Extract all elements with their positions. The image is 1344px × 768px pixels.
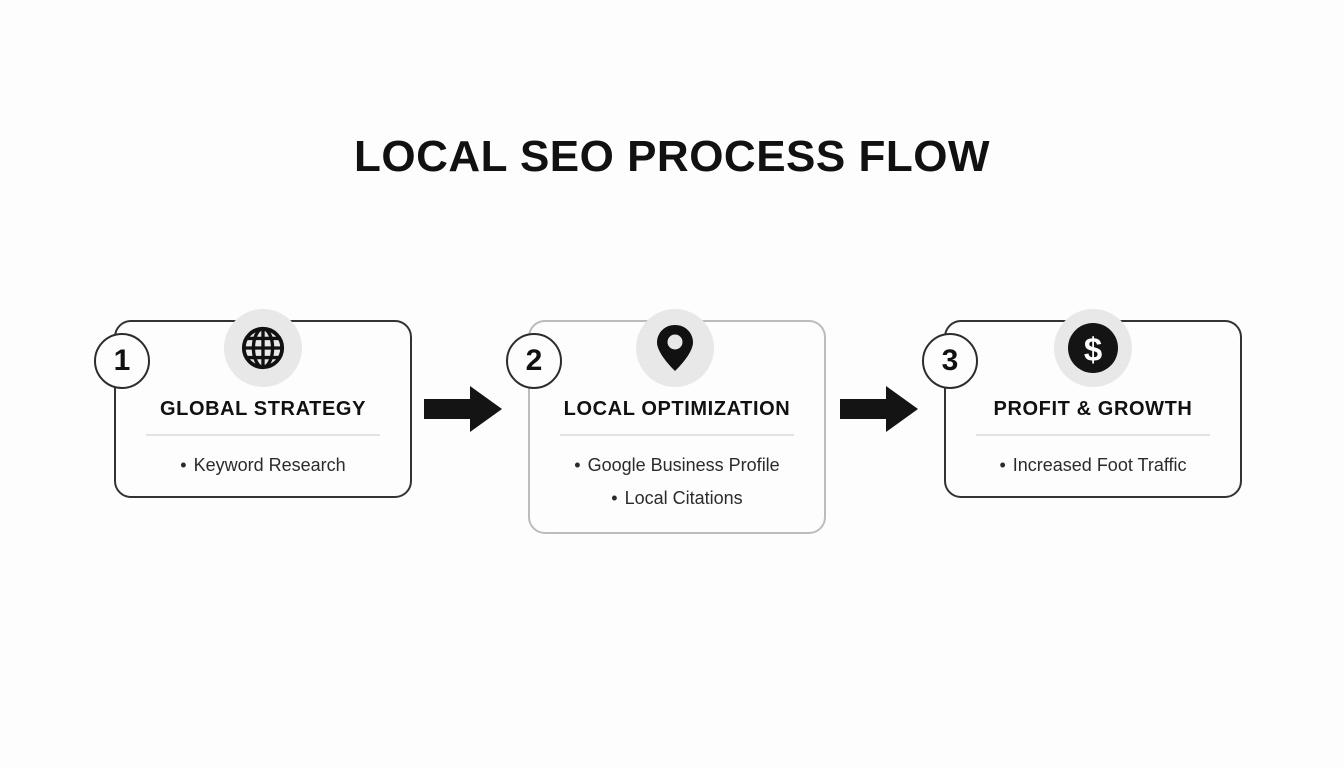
bullet-marker: • — [999, 455, 1006, 475]
arrow-right-icon — [424, 386, 502, 432]
bullet-text: Keyword Research — [193, 455, 346, 475]
step-2-heading: LOCAL OPTIMIZATION — [563, 398, 791, 420]
step-3-heading: PROFIT & GROWTH — [993, 398, 1193, 420]
arrow-right-icon — [840, 386, 918, 432]
globe-icon — [241, 326, 285, 370]
bullet-marker: • — [611, 488, 618, 508]
step-3-number-badge: 3 — [922, 333, 978, 389]
bullet-marker: • — [574, 455, 581, 475]
page-title: LOCAL SEO PROCESS FLOW — [353, 132, 990, 181]
step-2-body: LOCAL OPTIMIZATION • Google Business Prof… — [528, 398, 826, 515]
step-1-icon-bubble — [224, 309, 302, 387]
step-3-body: PROFIT & GROWTH • Increased Foot Traffic — [944, 398, 1242, 482]
arrow-step1-to-step2 — [424, 384, 504, 434]
step-2-number-badge: 2 — [506, 333, 562, 389]
step-2-icon-bubble — [636, 309, 714, 387]
step-2-divider — [560, 434, 794, 436]
step-1-divider — [146, 434, 380, 436]
list-item: • Keyword Research — [114, 449, 412, 482]
step-3-divider — [976, 434, 1210, 436]
step-1-body: GLOBAL STRATEGY • Keyword Research — [114, 398, 412, 482]
map-pin-icon — [657, 325, 693, 371]
step-3-bullet-list: • Increased Foot Traffic — [944, 449, 1242, 482]
dollar-coin-icon: $ — [1068, 323, 1118, 373]
step-1-number-badge: 1 — [94, 333, 150, 389]
list-item: • Increased Foot Traffic — [944, 449, 1242, 482]
bullet-text: Increased Foot Traffic — [1012, 455, 1187, 475]
step-3-icon-bubble: $ — [1054, 309, 1132, 387]
step-1-heading: GLOBAL STRATEGY — [159, 398, 367, 420]
step-2-bullet-list: • Google Business Profile • Local Citation… — [528, 449, 826, 515]
svg-text:$: $ — [1084, 331, 1102, 368]
bullet-marker: • — [180, 455, 187, 475]
bullet-text: Local Citations — [624, 488, 743, 508]
list-item: • Local Citations — [528, 482, 826, 515]
arrow-step2-to-step3 — [840, 384, 920, 434]
step-1-bullet-list: • Keyword Research — [114, 449, 412, 482]
bullet-text: Google Business Profile — [587, 455, 780, 475]
list-item: • Google Business Profile — [528, 449, 826, 482]
